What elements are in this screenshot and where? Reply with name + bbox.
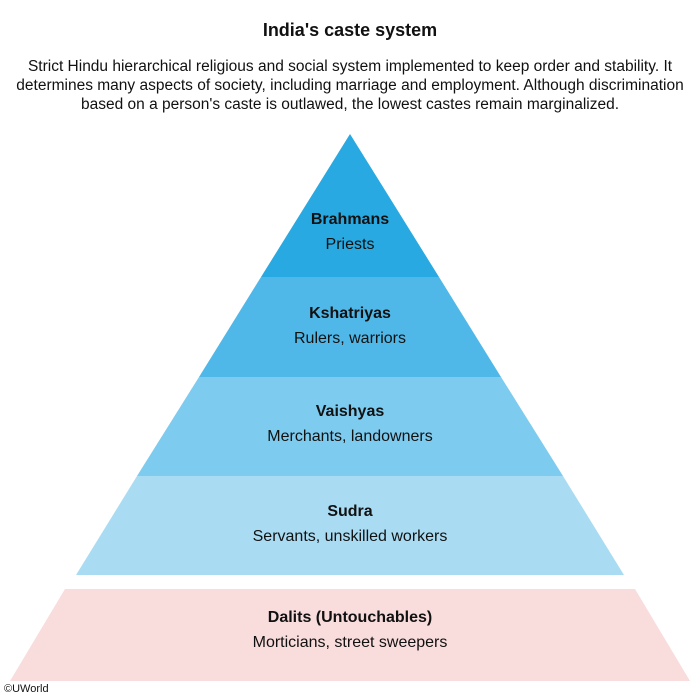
tier-name: Dalits (Untouchables): [267, 609, 433, 626]
tier-description: Merchants, landowners: [267, 428, 433, 445]
tier-description: Rulers, warriors: [293, 330, 406, 347]
tier-kshatriyas-shape: [199, 277, 501, 377]
tier-brahmans-shape: [261, 134, 439, 277]
description-text: Strict Hindu hierarchical religious and …: [16, 58, 684, 113]
tier-name: Kshatriyas: [309, 305, 391, 322]
page-title: India's caste system: [262, 20, 438, 40]
tier-description: Morticians, street sweepers: [252, 634, 448, 651]
tier-name: Vaishyas: [315, 403, 385, 420]
tier-kshatriyas: Kshatriyas Rulers, warriors: [0, 303, 700, 350]
tier-brahmans: Brahmans Priests: [0, 209, 700, 256]
tier-description: Servants, unskilled workers: [252, 528, 448, 545]
tier-name: Sudra: [327, 503, 373, 520]
tier-vaishyas: Vaishyas Merchants, landowners: [0, 401, 700, 448]
tier-dalits-shape: [10, 589, 690, 681]
tier-sudra-shape: [76, 476, 624, 575]
tier-dalits: Dalits (Untouchables) Morticians, street…: [0, 607, 700, 654]
tier-vaishyas-shape: [137, 377, 563, 476]
tier-description: Priests: [325, 236, 375, 253]
copyright-text: ©UWorld: [4, 683, 49, 695]
tier-sudra: Sudra Servants, unskilled workers: [0, 501, 700, 548]
tier-name: Brahmans: [310, 211, 390, 228]
